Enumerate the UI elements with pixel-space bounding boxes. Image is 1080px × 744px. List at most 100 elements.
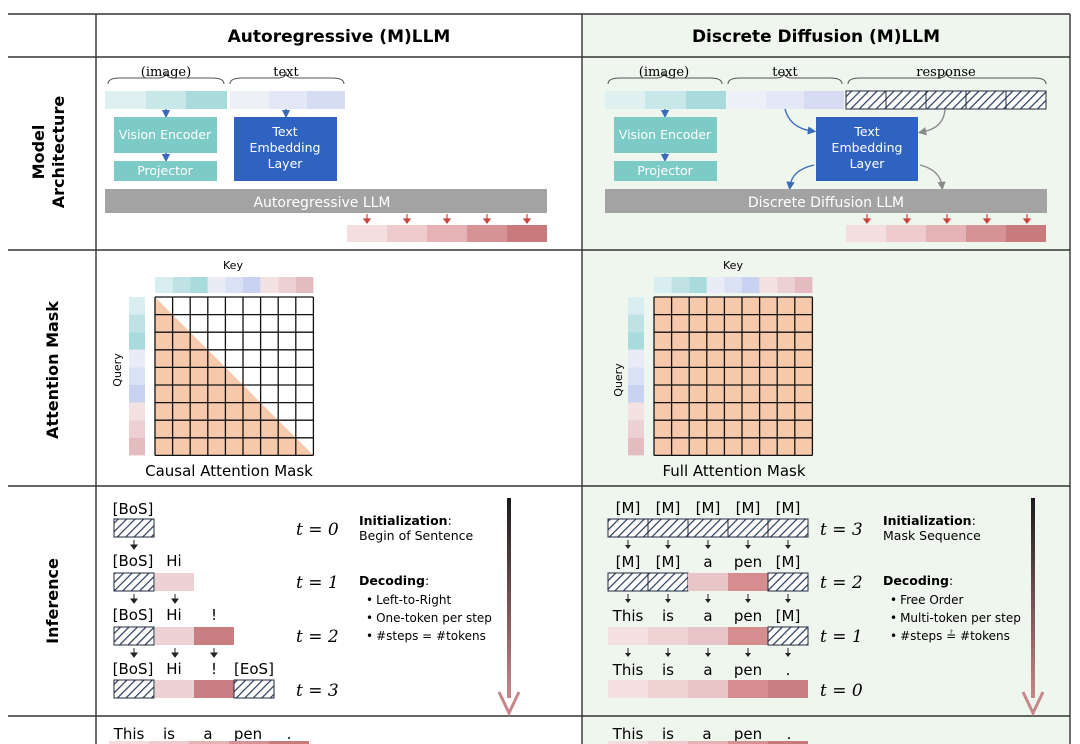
full-attend-cell (742, 437, 760, 456)
ar-step2-token-1: [BoS] (113, 606, 154, 624)
row-label-model: Model (29, 125, 48, 180)
diff-output-arrows (862, 214, 1032, 224)
ar-output-token-1 (347, 225, 387, 242)
causal-attend-cell (190, 367, 208, 385)
diff-step-arrowhead (745, 599, 751, 603)
diff-step2-cell-4 (728, 627, 768, 645)
full-attend-cell (724, 314, 742, 333)
causal-diagonal-mask (295, 437, 314, 456)
causal-key-strip (155, 277, 314, 293)
diff-step1-cell-5 (767, 572, 809, 592)
causal-attend-cell (278, 437, 296, 456)
ar-text-embedding-line3: Layer (268, 156, 304, 171)
causal-attend-cell (260, 420, 279, 438)
causal-attend-cell (207, 367, 226, 385)
causal-attend-cell (225, 420, 243, 438)
causal-attention-mask: Key Query Causal Attention Mask (111, 259, 315, 480)
causal-query-cell (129, 367, 145, 385)
ar-output-word-5: . (287, 725, 292, 743)
full-attend-cell (706, 332, 725, 350)
ar-image-label: (image) (141, 65, 191, 80)
full-attend-cell (654, 402, 672, 421)
diff-step3-token-1: This (612, 661, 644, 679)
diff-step3-token-4: pen (734, 661, 762, 679)
ar-step2-time: t = 2 (296, 627, 339, 647)
full-attend-cell (794, 420, 813, 438)
ar-architecture: (image) text Vision Encoder Projector Te… (105, 65, 547, 242)
row-label-architecture: Architecture (49, 96, 68, 209)
full-attend-cell (777, 314, 795, 333)
full-attend-cell (654, 367, 672, 385)
ar-bullet-1: •Left-to-Right (366, 593, 451, 607)
full-query-cell (628, 349, 644, 368)
diff-output-token-1 (846, 225, 886, 242)
diff-step2-cell-2 (648, 627, 688, 645)
ar-output-word-4: pen (234, 725, 262, 743)
diff-output-token-2 (886, 225, 926, 242)
diff-step-arrowhead (625, 599, 631, 603)
causal-attend-cell (207, 420, 226, 438)
diff-decoding-title: Decoding: (883, 573, 953, 588)
ar-output-word-3: a (203, 725, 212, 743)
full-attend-cell (654, 437, 672, 456)
full-attend-cell (654, 297, 672, 315)
full-attend-cell (706, 314, 725, 333)
diff-llm-label: Discrete Diffusion LLM (748, 195, 904, 211)
diff-text-embedding-line2: Embedding (832, 140, 903, 155)
causal-attend-cell (155, 332, 173, 350)
ar-vision-encoder-box (114, 117, 217, 153)
full-query-label: Query (612, 363, 625, 397)
causal-key-cell (243, 277, 261, 293)
causal-diagonal-mask (243, 385, 261, 403)
full-query-cell (628, 437, 644, 456)
diff-step0-token-4: [M] (736, 499, 761, 517)
full-attend-cell (759, 420, 778, 438)
diff-step3-token-5: . (786, 661, 791, 679)
diff-step3-time: t = 0 (820, 681, 863, 701)
full-attend-cell (671, 297, 690, 315)
ar-text-embedding-line2: Embedding (250, 140, 321, 155)
ar-step-arrows (130, 540, 218, 658)
diff-output-word-2: is (662, 725, 674, 743)
full-key-cell (759, 277, 778, 293)
full-attend-cell (689, 349, 707, 368)
diff-step1-token-4: pen (734, 553, 762, 571)
full-attend-cell (724, 332, 742, 350)
diff-step-arrowhead (665, 599, 671, 603)
full-caption: Full Attention Mask (662, 462, 805, 480)
diff-step2-token-4: pen (734, 607, 762, 625)
ar-output-token-3 (427, 225, 467, 242)
causal-attend-cell (225, 437, 243, 456)
ar-init-title: Initialization: (359, 513, 452, 528)
full-attend-cell (689, 314, 707, 333)
full-attend-cell (759, 437, 778, 456)
ar-step2-cell-1 (113, 626, 155, 646)
diff-step3-cell-1 (608, 680, 648, 698)
full-query-cell (628, 314, 644, 333)
causal-attend-cell (155, 420, 173, 438)
causal-attend-cell (225, 402, 243, 421)
ar-image-token-1 (105, 91, 146, 109)
causal-attend-cell (243, 437, 261, 456)
causal-query-cell (129, 349, 145, 368)
full-key-cell (777, 277, 795, 293)
full-key-cell (724, 277, 742, 293)
full-attend-cell (794, 385, 813, 403)
diff-response-masked-tokens (845, 90, 1047, 110)
diff-vision-encoder-label: Vision Encoder (619, 127, 712, 142)
causal-key-cell (295, 277, 314, 293)
full-attention-mask: Key Query Full Attention Mask (612, 259, 814, 480)
causal-key-cell (172, 277, 191, 293)
diff-step-arrowhead (705, 545, 711, 549)
full-attend-cell (706, 367, 725, 385)
full-attend-cell (794, 402, 813, 421)
ar-text-embedding-box (234, 117, 337, 181)
diff-step-arrowhead (625, 653, 631, 657)
diff-step-arrowhead (785, 599, 791, 603)
full-attend-cell (671, 314, 690, 333)
causal-attend-cell (225, 385, 243, 403)
diff-vision-encoder-box (614, 117, 717, 153)
full-attend-cell (671, 349, 690, 368)
diff-text-token-1 (727, 91, 766, 109)
